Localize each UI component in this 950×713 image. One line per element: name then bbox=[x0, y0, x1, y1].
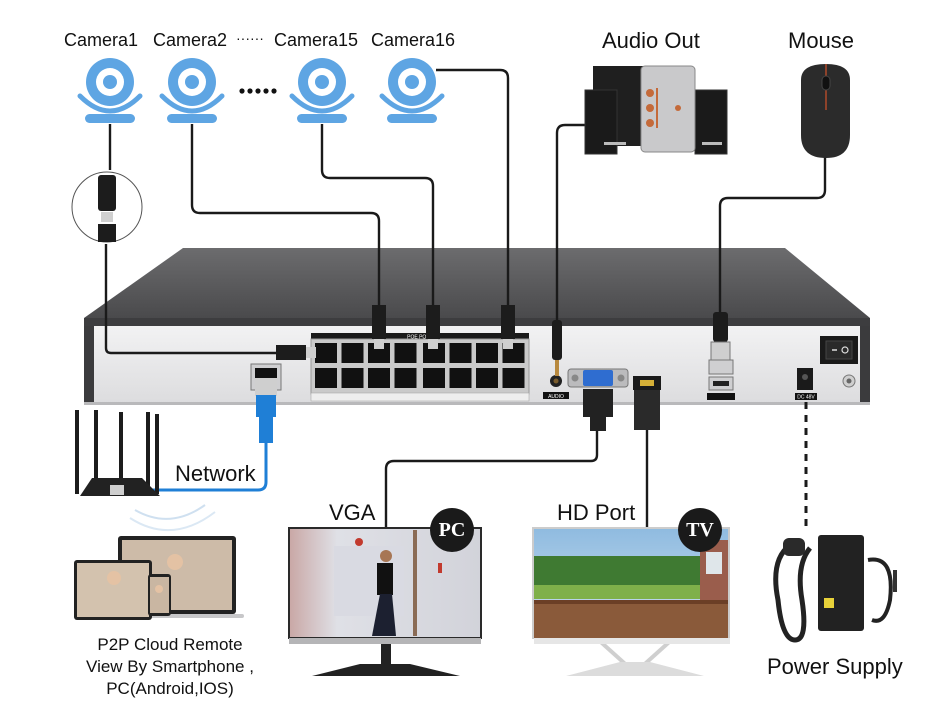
remote-devices-icon bbox=[74, 536, 244, 620]
pc-monitor bbox=[288, 527, 482, 676]
rj45-plugs bbox=[276, 305, 515, 360]
poe-port bbox=[368, 343, 390, 363]
audio-port bbox=[543, 375, 569, 399]
dc-power-jack bbox=[795, 368, 817, 400]
poe-port bbox=[368, 368, 390, 388]
poe-port-label: POE PORT bbox=[407, 335, 433, 341]
camera2-icon bbox=[162, 58, 222, 123]
dc-label: DC 48V bbox=[797, 395, 815, 401]
camera-ellipsis-label: ······ bbox=[236, 30, 264, 46]
poe-port bbox=[394, 368, 417, 388]
camera16-label: Camera16 bbox=[371, 30, 456, 50]
camera15-icon bbox=[292, 58, 352, 123]
network-label: Network bbox=[175, 461, 256, 486]
poe-port-block bbox=[310, 333, 530, 402]
poe-port bbox=[502, 368, 525, 388]
hdmi-connector bbox=[633, 376, 661, 390]
hdmi-plug bbox=[634, 390, 660, 430]
camera-cables bbox=[104, 68, 827, 530]
camera15-label: Camera15 bbox=[274, 30, 359, 50]
hd-port-label: HD Port bbox=[557, 500, 636, 525]
poe-port bbox=[394, 343, 417, 363]
network-cable bbox=[118, 378, 277, 496]
remote-caption-line2: View By Smartphone , bbox=[86, 657, 254, 676]
remote-caption-line1: P2P Cloud Remote bbox=[97, 635, 243, 654]
usb-plug bbox=[710, 312, 731, 361]
power-adapter-icon bbox=[773, 535, 897, 643]
poe-port bbox=[423, 368, 445, 388]
remote-caption-line3: PC(Android,IOS) bbox=[106, 679, 234, 698]
audio-port-label: AUDIO bbox=[548, 394, 564, 400]
speaker-set-icon bbox=[584, 65, 728, 155]
mouse-label: Mouse bbox=[788, 28, 855, 53]
ellipsis-dots-icon bbox=[239, 88, 277, 94]
poe-port bbox=[315, 343, 337, 363]
router-icon bbox=[75, 410, 216, 531]
poe-port bbox=[341, 343, 364, 363]
usb-ports bbox=[707, 359, 735, 400]
camera1-label: Camera1 bbox=[64, 30, 139, 50]
remote-view-caption: P2P Cloud Remote View By Smartphone , PC… bbox=[60, 634, 280, 700]
poe-port bbox=[315, 368, 337, 388]
camera16-icon bbox=[382, 58, 442, 123]
power-switch bbox=[820, 336, 858, 364]
pc-badge: PC bbox=[430, 508, 474, 552]
camera1-icon bbox=[80, 58, 140, 123]
poe-connector-magnifier bbox=[71, 171, 143, 243]
mouse-icon bbox=[801, 64, 850, 158]
poe-port bbox=[449, 368, 472, 388]
poe-port bbox=[341, 368, 364, 388]
tv-badge: TV bbox=[678, 508, 722, 552]
vga-plug bbox=[583, 389, 613, 431]
audio-plug bbox=[552, 320, 562, 376]
power-supply-label: Power Supply bbox=[767, 654, 903, 679]
poe-port bbox=[449, 343, 472, 363]
vga-label: VGA bbox=[329, 500, 376, 525]
poe-port bbox=[476, 368, 498, 388]
ground-screw bbox=[842, 374, 856, 388]
poe-port bbox=[476, 343, 498, 363]
camera2-label: Camera2 bbox=[153, 30, 228, 50]
audio-out-label: Audio Out bbox=[602, 28, 700, 53]
vga-port bbox=[567, 368, 629, 388]
